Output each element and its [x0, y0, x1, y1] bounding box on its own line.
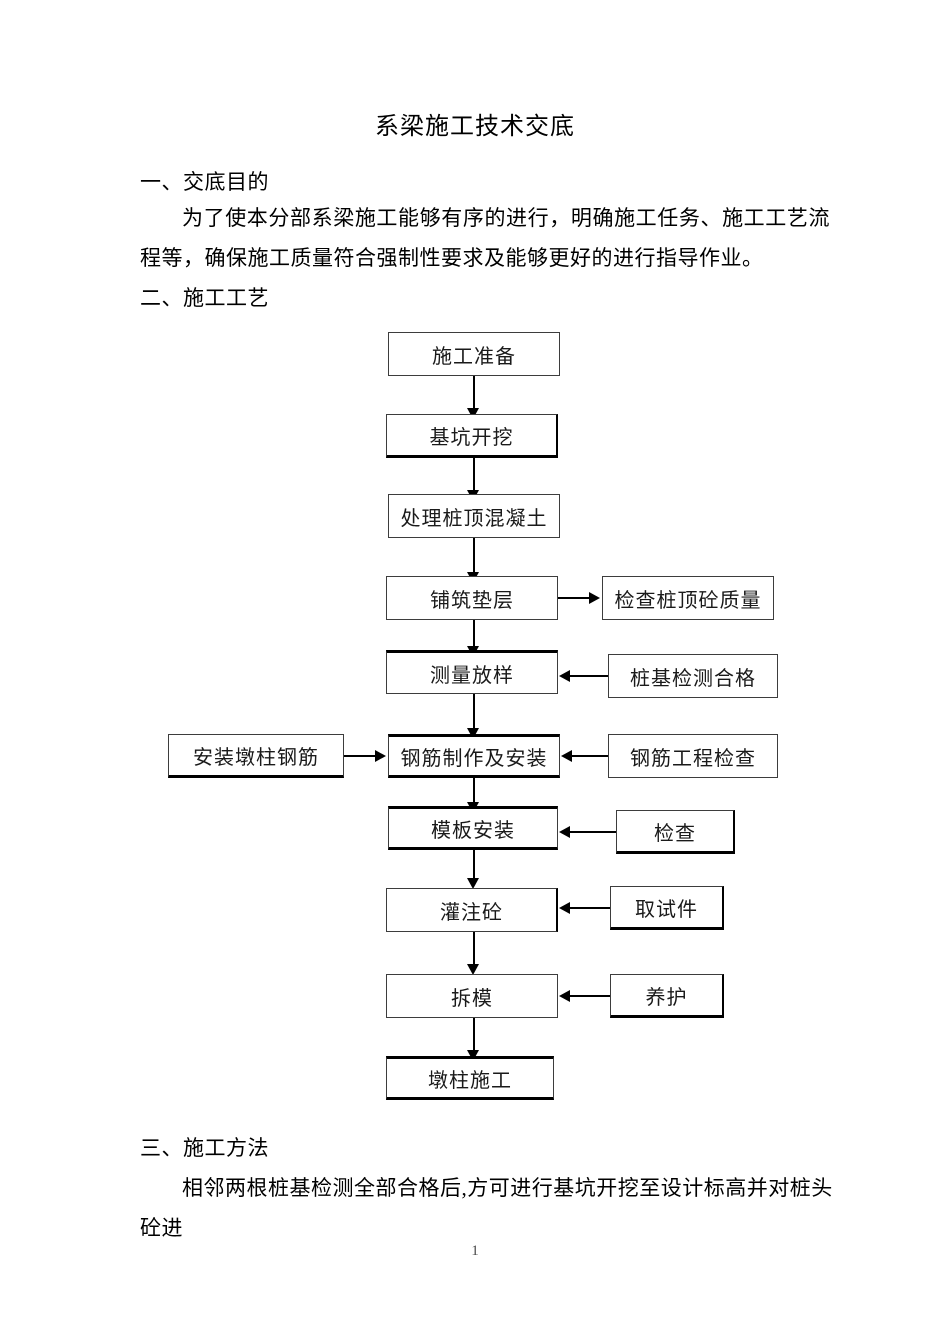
arrowhead-s2-n5 — [559, 670, 570, 682]
connector-n5-n6 — [473, 694, 475, 730]
connector-n3-n4 — [473, 538, 475, 574]
connector-n1-n2 — [473, 376, 475, 410]
section-heading-2: 二、施工工艺 — [140, 286, 269, 310]
page-number: 1 — [471, 1243, 479, 1259]
flow-node-take-test-specimen[interactable]: 取试件 — [610, 886, 724, 930]
arrowhead-n5-n6 — [467, 728, 479, 739]
arrowhead-n9-n10 — [467, 1050, 479, 1061]
connector-s2-n5 — [570, 675, 608, 677]
section-body-1: 为了使本分部系梁施工能够有序的进行，明确施工任务、施工工艺流程等，确保施工质量符… — [140, 206, 830, 270]
flow-node-install-pier-column-rebar[interactable]: 安装墩柱钢筋 — [168, 734, 344, 778]
flow-node-foundation-pit-excavation[interactable]: 基坑开挖 — [386, 414, 558, 458]
page-title: 系梁施工技术交底 — [375, 114, 575, 140]
arrowhead-s6-n8 — [559, 902, 570, 914]
connector-n9-n10 — [473, 1018, 475, 1052]
connector-n6-n7 — [473, 778, 475, 804]
arrowhead-n7-n8 — [467, 878, 479, 889]
flow-node-rebar-fabrication-installation[interactable]: 钢筋制作及安装 — [388, 734, 560, 778]
connector-n2-n3 — [473, 458, 475, 492]
flow-node-pile-top-concrete-treatment[interactable]: 处理桩顶混凝土 — [388, 494, 560, 538]
flow-node-curing[interactable]: 养护 — [610, 974, 724, 1018]
flow-node-check-pile-top-concrete-quality[interactable]: 检查桩顶砼质量 — [602, 576, 774, 620]
connector-s5-n7 — [570, 831, 616, 833]
flow-node-cushion-laying[interactable]: 铺筑垫层 — [386, 576, 558, 620]
flow-node-concrete-pouring[interactable]: 灌注砼 — [386, 888, 558, 932]
flow-node-inspection[interactable]: 检查 — [616, 810, 735, 854]
connector-n4-n5 — [473, 620, 475, 648]
section-heading-1: 一、交底目的 — [140, 170, 269, 194]
arrowhead-s4-n6 — [375, 750, 386, 762]
flow-node-formwork-installation[interactable]: 模板安装 — [388, 806, 558, 850]
flow-node-pile-foundation-test-passed[interactable]: 桩基检测合格 — [608, 654, 778, 698]
flow-node-construction-preparation[interactable]: 施工准备 — [388, 332, 560, 376]
connector-s6-n8 — [570, 907, 610, 909]
connector-s4-n6 — [344, 755, 377, 757]
connector-n8-n9 — [473, 932, 475, 966]
arrowhead-s3-n6 — [561, 750, 572, 762]
connector-s3-n6 — [572, 755, 608, 757]
flow-node-rebar-works-inspection[interactable]: 钢筋工程检查 — [608, 734, 778, 778]
flow-node-formwork-removal[interactable]: 拆模 — [386, 974, 558, 1018]
arrowhead-n4-s1 — [589, 592, 600, 604]
section-heading-3: 三、施工方法 — [140, 1136, 269, 1160]
connector-s7-n9 — [570, 995, 610, 997]
section-body-3: 相邻两根桩基检测全部合格后,方可进行基坑开挖至设计标高并对桩头砼进 — [140, 1176, 833, 1240]
flow-node-survey-setting-out[interactable]: 测量放样 — [386, 650, 558, 694]
connector-n4-s1 — [558, 597, 591, 599]
arrowhead-n8-n9 — [467, 964, 479, 975]
arrowhead-s7-n9 — [559, 990, 570, 1002]
connector-n7-n8 — [473, 850, 475, 880]
arrowhead-s5-n7 — [559, 826, 570, 838]
flow-node-pier-column-construction[interactable]: 墩柱施工 — [386, 1056, 554, 1100]
arrowhead-n1-n2 — [467, 408, 479, 419]
